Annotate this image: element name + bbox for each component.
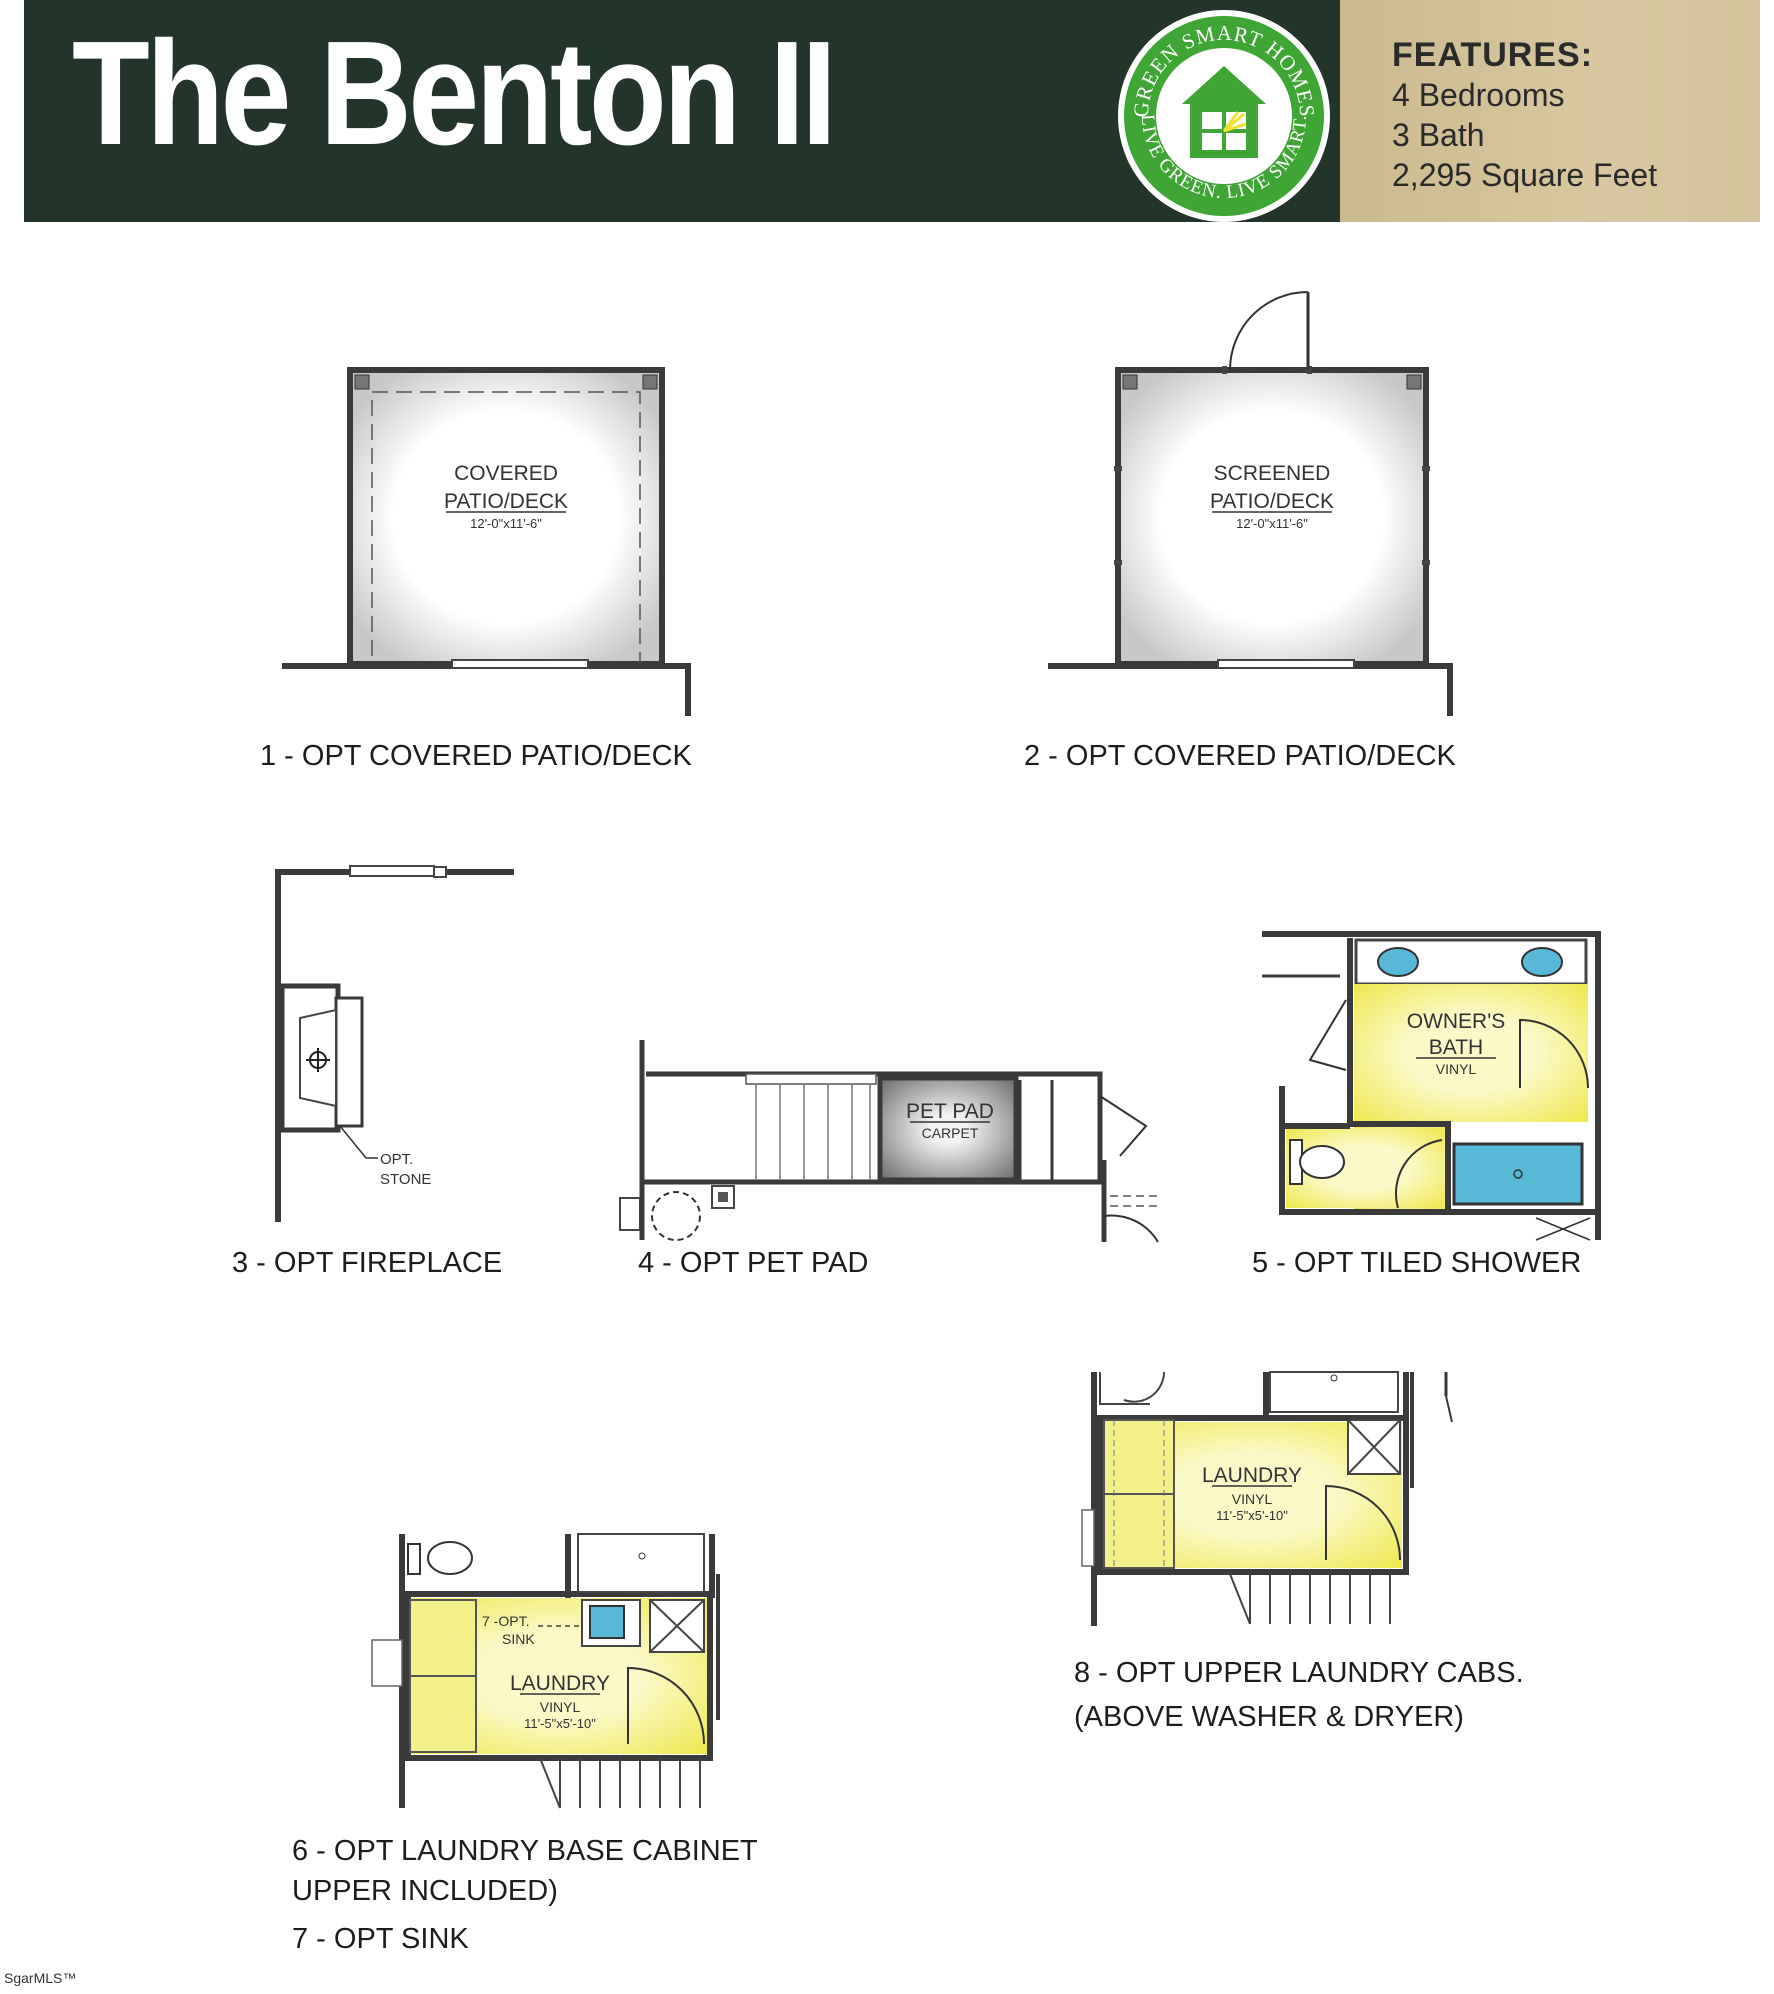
features-panel <box>1340 0 1760 222</box>
feature-square-feet: 2,295 Square Feet <box>1392 157 1658 194</box>
laundry-base-caption-line1: 6 - OPT LAUNDRY BASE CABINET <box>292 1835 758 1867</box>
covered-patio-room-line2: PATIO/DECK <box>444 490 568 513</box>
owners-bath-room-line2: BATH <box>1429 1036 1483 1059</box>
house-icon <box>1182 66 1266 158</box>
fireplace-burner-icon <box>306 1048 330 1072</box>
covered-patio-room-line1: COVERED <box>454 462 558 485</box>
screened-patio-plan: SCREENED PATIO/DECK 12'-0"x11'-6" <box>1048 291 1453 716</box>
laundry-base-caption-line2: UPPER INCLUDED) <box>292 1875 558 1907</box>
laundry-sink-icon <box>589 1605 625 1639</box>
fireplace-note-line2: STONE <box>380 1171 431 1188</box>
upper-laundry-cabinets-plan: LAUNDRY VINYL 11'-5"x5'-10" <box>1081 1371 1453 1626</box>
features-list: FEATURES: 4 Bedrooms 3 Bath 2,295 Square… <box>1392 36 1752 195</box>
screened-patio-room-line1: SCREENED <box>1214 462 1331 485</box>
upper-laundry-room: LAUNDRY <box>1202 1464 1302 1487</box>
pet-pad-room: PET PAD <box>906 1100 994 1123</box>
covered-patio-plan: COVERED PATIO/DECK 12'-0"x11'-6" <box>282 367 691 716</box>
laundry-sink-note-line2: SINK <box>502 1631 535 1647</box>
feature-baths: 3 Bath <box>1392 117 1485 154</box>
tiled-shower-caption: 5 - OPT TILED SHOWER <box>1252 1247 1581 1279</box>
screened-patio-dims: 12'-0"x11'-6" <box>1236 516 1308 531</box>
fireplace-note-line1: OPT. <box>380 1151 413 1168</box>
pet-pad-plan: PET PAD CARPET <box>619 1040 1160 1243</box>
pet-pad-caption: 4 - OPT PET PAD <box>638 1247 868 1279</box>
laundry-base-floor: VINYL <box>540 1699 581 1715</box>
covered-patio-dims: 12'-0"x11'-6" <box>470 516 542 531</box>
features-heading: FEATURES: <box>1392 36 1594 74</box>
sink-icon <box>1377 947 1563 977</box>
feature-bedrooms: 4 Bedrooms <box>1392 77 1565 114</box>
owners-bath-room-line1: OWNER'S <box>1407 1010 1506 1033</box>
mls-watermark: SgarMLS™ <box>4 1970 77 1986</box>
laundry-sink-caption: 7 - OPT SINK <box>292 1923 469 1955</box>
screened-patio-caption: 2 - OPT COVERED PATIO/DECK <box>1024 740 1457 772</box>
fireplace-plan: OPT. STONE <box>275 865 514 1222</box>
laundry-base-dims: 11'-5"x5'-10" <box>524 1716 596 1731</box>
pet-pad-floor: CARPET <box>922 1125 979 1141</box>
upper-laundry-caption-line1: 8 - OPT UPPER LAUNDRY CABS. <box>1074 1657 1524 1689</box>
toilet-icon <box>407 1541 473 1575</box>
tiled-shower-plan: OWNER'S BATH VINYL <box>1262 931 1601 1241</box>
laundry-sink-note-line1: 7 -OPT. <box>482 1613 529 1629</box>
screened-patio-room-line2: PATIO/DECK <box>1210 490 1334 513</box>
upper-laundry-caption-line2: (ABOVE WASHER & DRYER) <box>1074 1701 1464 1733</box>
toilet-icon <box>1289 1139 1345 1185</box>
owners-bath-floor: VINYL <box>1436 1061 1477 1077</box>
fireplace-caption: 3 - OPT FIREPLACE <box>232 1247 502 1279</box>
upper-laundry-floor: VINYL <box>1232 1491 1273 1507</box>
laundry-base-cabinet-plan: 7 -OPT. SINK LAUNDRY VINYL 11'-5"x5'-10" <box>371 1533 720 1809</box>
green-smart-homes-logo: GREEN SMART HOMES LIVE GREEN. LIVE SMART… <box>1118 10 1330 222</box>
laundry-base-room: LAUNDRY <box>510 1672 610 1695</box>
shower-pan <box>1452 1142 1584 1206</box>
covered-patio-caption: 1 - OPT COVERED PATIO/DECK <box>260 740 693 772</box>
upper-laundry-dims: 11'-5"x5'-10" <box>1216 1508 1288 1523</box>
page-title: The Benton II <box>72 11 837 176</box>
